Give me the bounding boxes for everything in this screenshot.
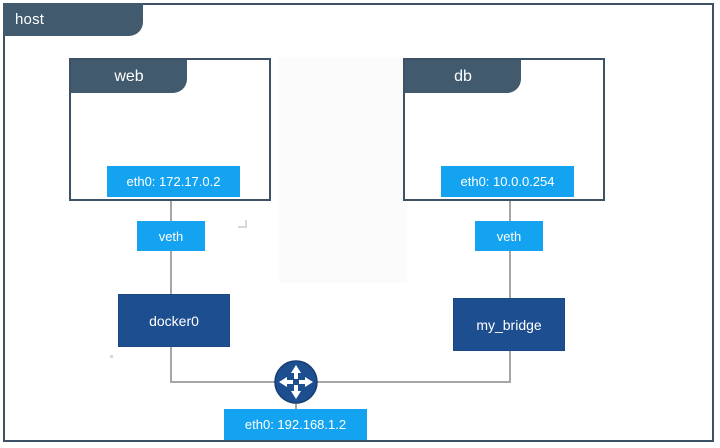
edge-mybridge-to-bus [509, 350, 511, 382]
bridge-my-bridge[interactable]: my_bridge [453, 298, 565, 351]
host-title-label: host [15, 11, 45, 28]
edge-docker0-to-bus [170, 346, 172, 382]
interface-label-web-eth0[interactable]: eth0: 172.17.0.2 [107, 166, 240, 197]
edge-veth-to-mybridge [509, 250, 511, 302]
bridge-docker0-label: docker0 [149, 312, 199, 329]
interface-label-host-eth0[interactable]: eth0: 192.168.1.2 [224, 409, 367, 440]
interface-host-eth0-text: eth0: 192.168.1.2 [244, 417, 347, 432]
bridge-my-bridge-label: my_bridge [476, 316, 542, 333]
edge-bottom-bus [170, 381, 511, 383]
container-db[interactable]: db eth0: 10.0.0.254 [403, 58, 605, 201]
veth-node-web[interactable]: veth [137, 221, 205, 251]
host-title-tab: host [3, 3, 143, 36]
container-web-name: web [114, 67, 144, 85]
artifact-mark-1 [238, 226, 247, 228]
edge-web-to-veth [170, 200, 172, 222]
artifact-mark-2 [245, 220, 247, 228]
edge-router-to-host-eth0 [295, 398, 297, 410]
bridge-docker0[interactable]: docker0 [118, 294, 230, 347]
veth-node-db-label: veth [496, 228, 522, 244]
edge-veth-to-docker0 [170, 250, 172, 298]
container-web-tab: web [71, 60, 187, 93]
veth-node-db[interactable]: veth [475, 221, 543, 251]
container-db-name: db [454, 67, 472, 85]
container-db-tab: db [405, 60, 521, 93]
interface-db-eth0-text: eth0: 10.0.0.254 [460, 174, 555, 189]
interface-label-db-eth0[interactable]: eth0: 10.0.0.254 [441, 166, 574, 197]
router-icon[interactable] [274, 360, 318, 404]
artifact-mark-3 [110, 355, 113, 358]
container-web[interactable]: web eth0: 172.17.0.2 [69, 58, 271, 201]
veth-node-web-label: veth [158, 228, 184, 244]
edge-db-to-veth [509, 200, 511, 222]
background-wash-artifact [279, 58, 407, 283]
interface-web-eth0-text: eth0: 172.17.0.2 [126, 174, 221, 189]
